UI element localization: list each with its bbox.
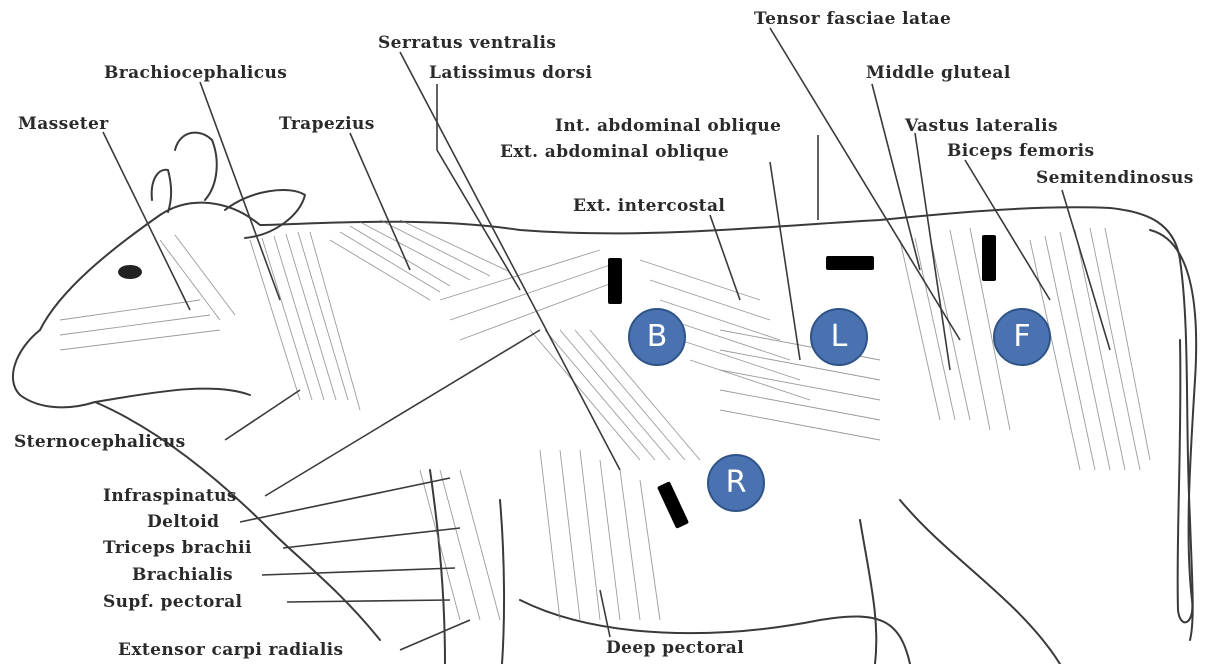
eye [118,265,142,279]
label-brachialis: Brachialis [132,565,233,585]
marker-r: R [707,454,765,512]
label-sternocephalicus: Sternocephalicus [14,432,186,452]
head-outline [13,330,250,407]
ear [225,190,305,238]
label-vastus-lateralis: Vastus lateralis [905,116,1058,136]
hindleg [900,500,1060,664]
label-latissimus-dorsi: Latissimus dorsi [429,63,592,83]
label-triceps-brachii: Triceps brachii [103,538,252,558]
indicator-bar-l [826,256,874,270]
label-trapezius: Trapezius [279,114,375,134]
indicator-bar-f [982,235,996,281]
indicator-bar-b [608,258,622,304]
horn-right [175,133,217,200]
label-biceps-femoris: Biceps femoris [947,141,1094,161]
label-tensor-fasciae-latae: Tensor fasciae latae [754,9,951,29]
label-deep-pectoral: Deep pectoral [606,638,744,658]
label-middle-gluteal: Middle gluteal [866,63,1011,83]
label-serratus-ventralis: Serratus ventralis [378,33,556,53]
hindleg-front [860,520,876,664]
label-ext-intercostal: Ext. intercostal [573,196,725,216]
label-infraspinatus: Infraspinatus [103,486,237,506]
label-deltoid: Deltoid [147,512,219,532]
label-masseter: Masseter [18,114,109,134]
foreleg-front [500,500,504,664]
label-ext-abdominal-oblique: Ext. abdominal oblique [500,142,729,162]
marker-l: L [810,308,868,366]
label-semitendinosus: Semitendinosus [1036,168,1194,188]
label-supf-pectoral: Supf. pectoral [103,592,242,612]
tail [1150,230,1196,622]
label-int-abdominal-oblique: Int. abdominal oblique [555,116,781,136]
horn-left [152,170,171,212]
marker-b: B [628,308,686,366]
label-brachiocephalicus: Brachiocephalicus [104,63,287,83]
marker-f: F [993,308,1051,366]
label-extensor-carpi-radialis: Extensor carpi radialis [118,640,344,660]
foreleg [430,470,445,664]
